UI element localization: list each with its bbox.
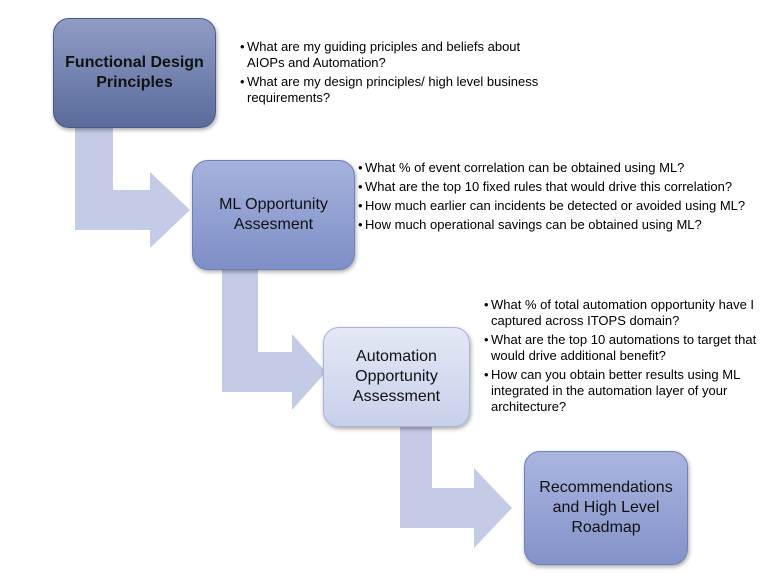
step-label-line: Functional Design [65,54,204,71]
step-functional-design-principles: Functional Design Principles [53,18,216,128]
question-item: How much operational savings can be obta… [358,217,766,233]
question-item: What are my guiding priciples and belief… [240,39,540,71]
flow-arrow-2 [222,270,326,410]
step-label-line: and High Level [552,499,660,516]
question-item: What are the top 10 automations to targe… [484,332,764,364]
question-item: What are my design principles/ high leve… [240,74,540,106]
step-automation-opportunity-assessment: Automation Opportunity Assessment [323,327,470,427]
flow-arrow-1 [75,128,190,248]
question-item: What % of event correlation can be obtai… [358,160,766,176]
step-label-line: Recommendations [539,479,673,496]
step-label-line: Assessment [352,388,441,405]
step-recommendations-roadmap: Recommendations and High Level Roadmap [524,451,688,565]
flow-arrow-3 [400,427,512,548]
step-label-line: ML Opportunity [219,196,328,213]
step-label-line: Opportunity [355,368,438,385]
question-list-design-principles: What are my guiding priciples and belief… [240,39,540,109]
question-item: How can you obtain better results using … [484,367,764,415]
step-label-line: Assesment [233,216,314,233]
question-item: How much earlier can incidents be detect… [358,198,766,214]
question-list-automation-opportunity: What % of total automation opportunity h… [484,297,764,418]
step-label-line: Roadmap [571,519,641,536]
step-label-line: Automation [356,348,437,365]
question-list-ml-opportunity: What % of event correlation can be obtai… [358,160,766,236]
step-label-line: Principles [96,74,173,91]
question-item: What % of total automation opportunity h… [484,297,764,329]
question-item: What are the top 10 fixed rules that wou… [358,179,766,195]
step-ml-opportunity-assesment: ML Opportunity Assesment [192,160,355,270]
